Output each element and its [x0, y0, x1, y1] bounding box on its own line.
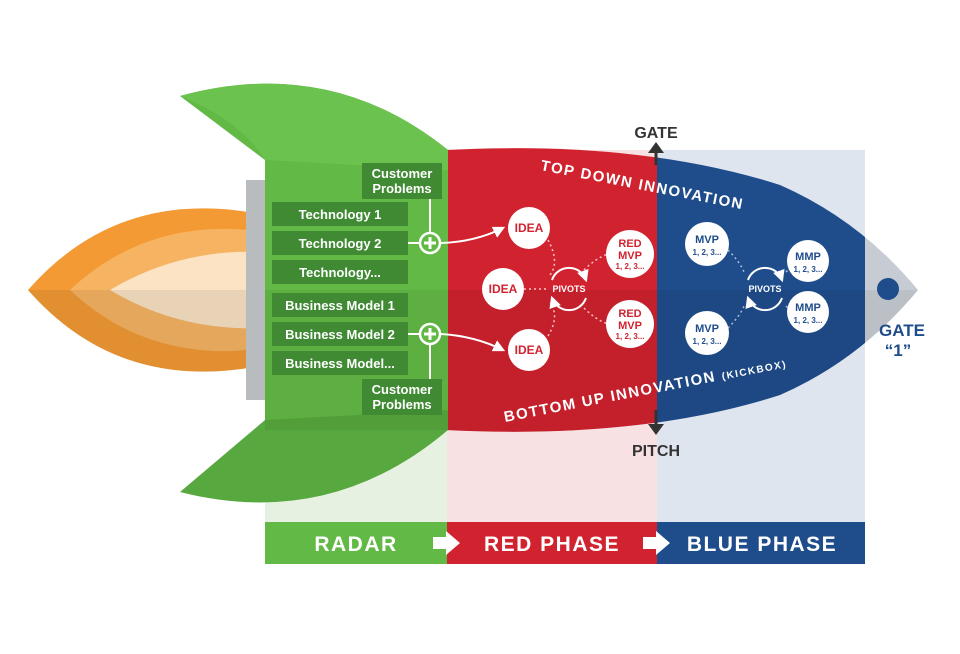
business-model-1: Business Model 1	[285, 298, 395, 313]
red-pivots-label: PIVOTS	[552, 284, 585, 294]
arrow-right-icon-1	[433, 531, 460, 555]
radar-phase-label: RADAR	[314, 533, 397, 556]
customer-problems-bottom: Customer Problems	[362, 379, 442, 415]
arrow-down-icon	[648, 424, 664, 435]
nose-dot	[877, 278, 899, 300]
red-mvp-2-line3: 1, 2, 3...	[616, 332, 645, 341]
arrow-up-icon	[648, 142, 664, 153]
technology-1: Technology 1	[299, 207, 382, 222]
gate-1-line2: “1”	[885, 341, 911, 360]
flame	[28, 208, 265, 372]
red-mvp-2-line1: RED	[618, 308, 641, 320]
mmp-node-1: MMP 1, 2, 3...	[787, 240, 829, 282]
red-phase-box	[447, 522, 657, 564]
customer-problems-top-line1: Customer	[372, 166, 433, 181]
radar-connectors	[408, 199, 506, 379]
blue-mvp-1-line1: MVP	[695, 234, 719, 246]
business-model-list: Business Model 1 Business Model 2 Busine…	[272, 293, 408, 375]
rocket-body	[445, 148, 918, 432]
idea-node-3: IDEA	[508, 329, 550, 371]
technology-list: Technology 1 Technology 2 Technology...	[272, 202, 408, 284]
blue-mvp-node-1: MVP 1, 2, 3...	[685, 222, 729, 266]
gate-top: GATE	[634, 125, 678, 165]
red-dotted-links	[524, 239, 609, 337]
technology-3: Technology...	[299, 265, 381, 280]
mmp-1-line2: 1, 2, 3...	[794, 265, 823, 274]
blue-mvp-2-line1: MVP	[695, 323, 719, 335]
arrow-right-icon-2	[643, 531, 670, 555]
mmp-node-2: MMP 1, 2, 3...	[787, 291, 829, 333]
blue-mvp-1-line2: 1, 2, 3...	[693, 248, 722, 257]
blue-pivots-cycle: PIVOTS	[745, 266, 785, 312]
customer-problems-top: Customer Problems	[362, 163, 442, 199]
business-model-3: Business Model...	[285, 356, 395, 371]
customer-problems-top-line2: Problems	[372, 181, 431, 196]
mmp-2-line2: 1, 2, 3...	[794, 316, 823, 325]
idea-node-3-label: IDEA	[515, 343, 544, 357]
plus-icon-bottom	[418, 322, 442, 346]
business-model-2: Business Model 2	[285, 327, 395, 342]
gate-top-label: GATE	[634, 125, 678, 142]
red-mvp-1-line2: MVP	[618, 250, 642, 262]
idea-node-2-label: IDEA	[489, 282, 518, 296]
phase-bar: RADAR RED PHASE BLUE PHASE	[265, 522, 865, 564]
radar-phase-box	[265, 522, 447, 564]
plus-icon-top	[418, 231, 442, 255]
mmp-2-line1: MMP	[795, 302, 821, 314]
technology-2: Technology 2	[299, 236, 382, 251]
customer-problems-bottom-line2: Problems	[372, 397, 431, 412]
pitch-bottom: PITCH	[632, 410, 680, 460]
red-mvp-node-2: RED MVP 1, 2, 3...	[606, 300, 654, 348]
blue-phase-label: BLUE PHASE	[687, 533, 837, 556]
red-pivots-cycle: PIVOTS	[549, 266, 589, 312]
gate-1: GATE “1”	[879, 321, 925, 360]
nozzle	[246, 180, 268, 400]
idea-node-2: IDEA	[482, 268, 524, 310]
customer-problems-bottom-line1: Customer	[372, 382, 433, 397]
red-phase-label: RED PHASE	[484, 533, 620, 556]
red-mvp-1-line3: 1, 2, 3...	[616, 262, 645, 271]
blue-mvp-2-line2: 1, 2, 3...	[693, 337, 722, 346]
idea-node-1: IDEA	[508, 207, 550, 249]
idea-node-1-label: IDEA	[515, 221, 544, 235]
blue-dotted-links	[727, 249, 807, 329]
red-mvp-1-line1: RED	[618, 238, 641, 250]
blue-pivots-label: PIVOTS	[748, 284, 781, 294]
red-mvp-node-1: RED MVP 1, 2, 3...	[606, 230, 654, 278]
red-mvp-2-line2: MVP	[618, 320, 642, 332]
blue-mvp-node-2: MVP 1, 2, 3...	[685, 311, 729, 355]
blue-phase-box	[657, 522, 865, 564]
mmp-1-line1: MMP	[795, 251, 821, 263]
pitch-label: PITCH	[632, 443, 680, 460]
gate-1-line1: GATE	[879, 321, 925, 340]
